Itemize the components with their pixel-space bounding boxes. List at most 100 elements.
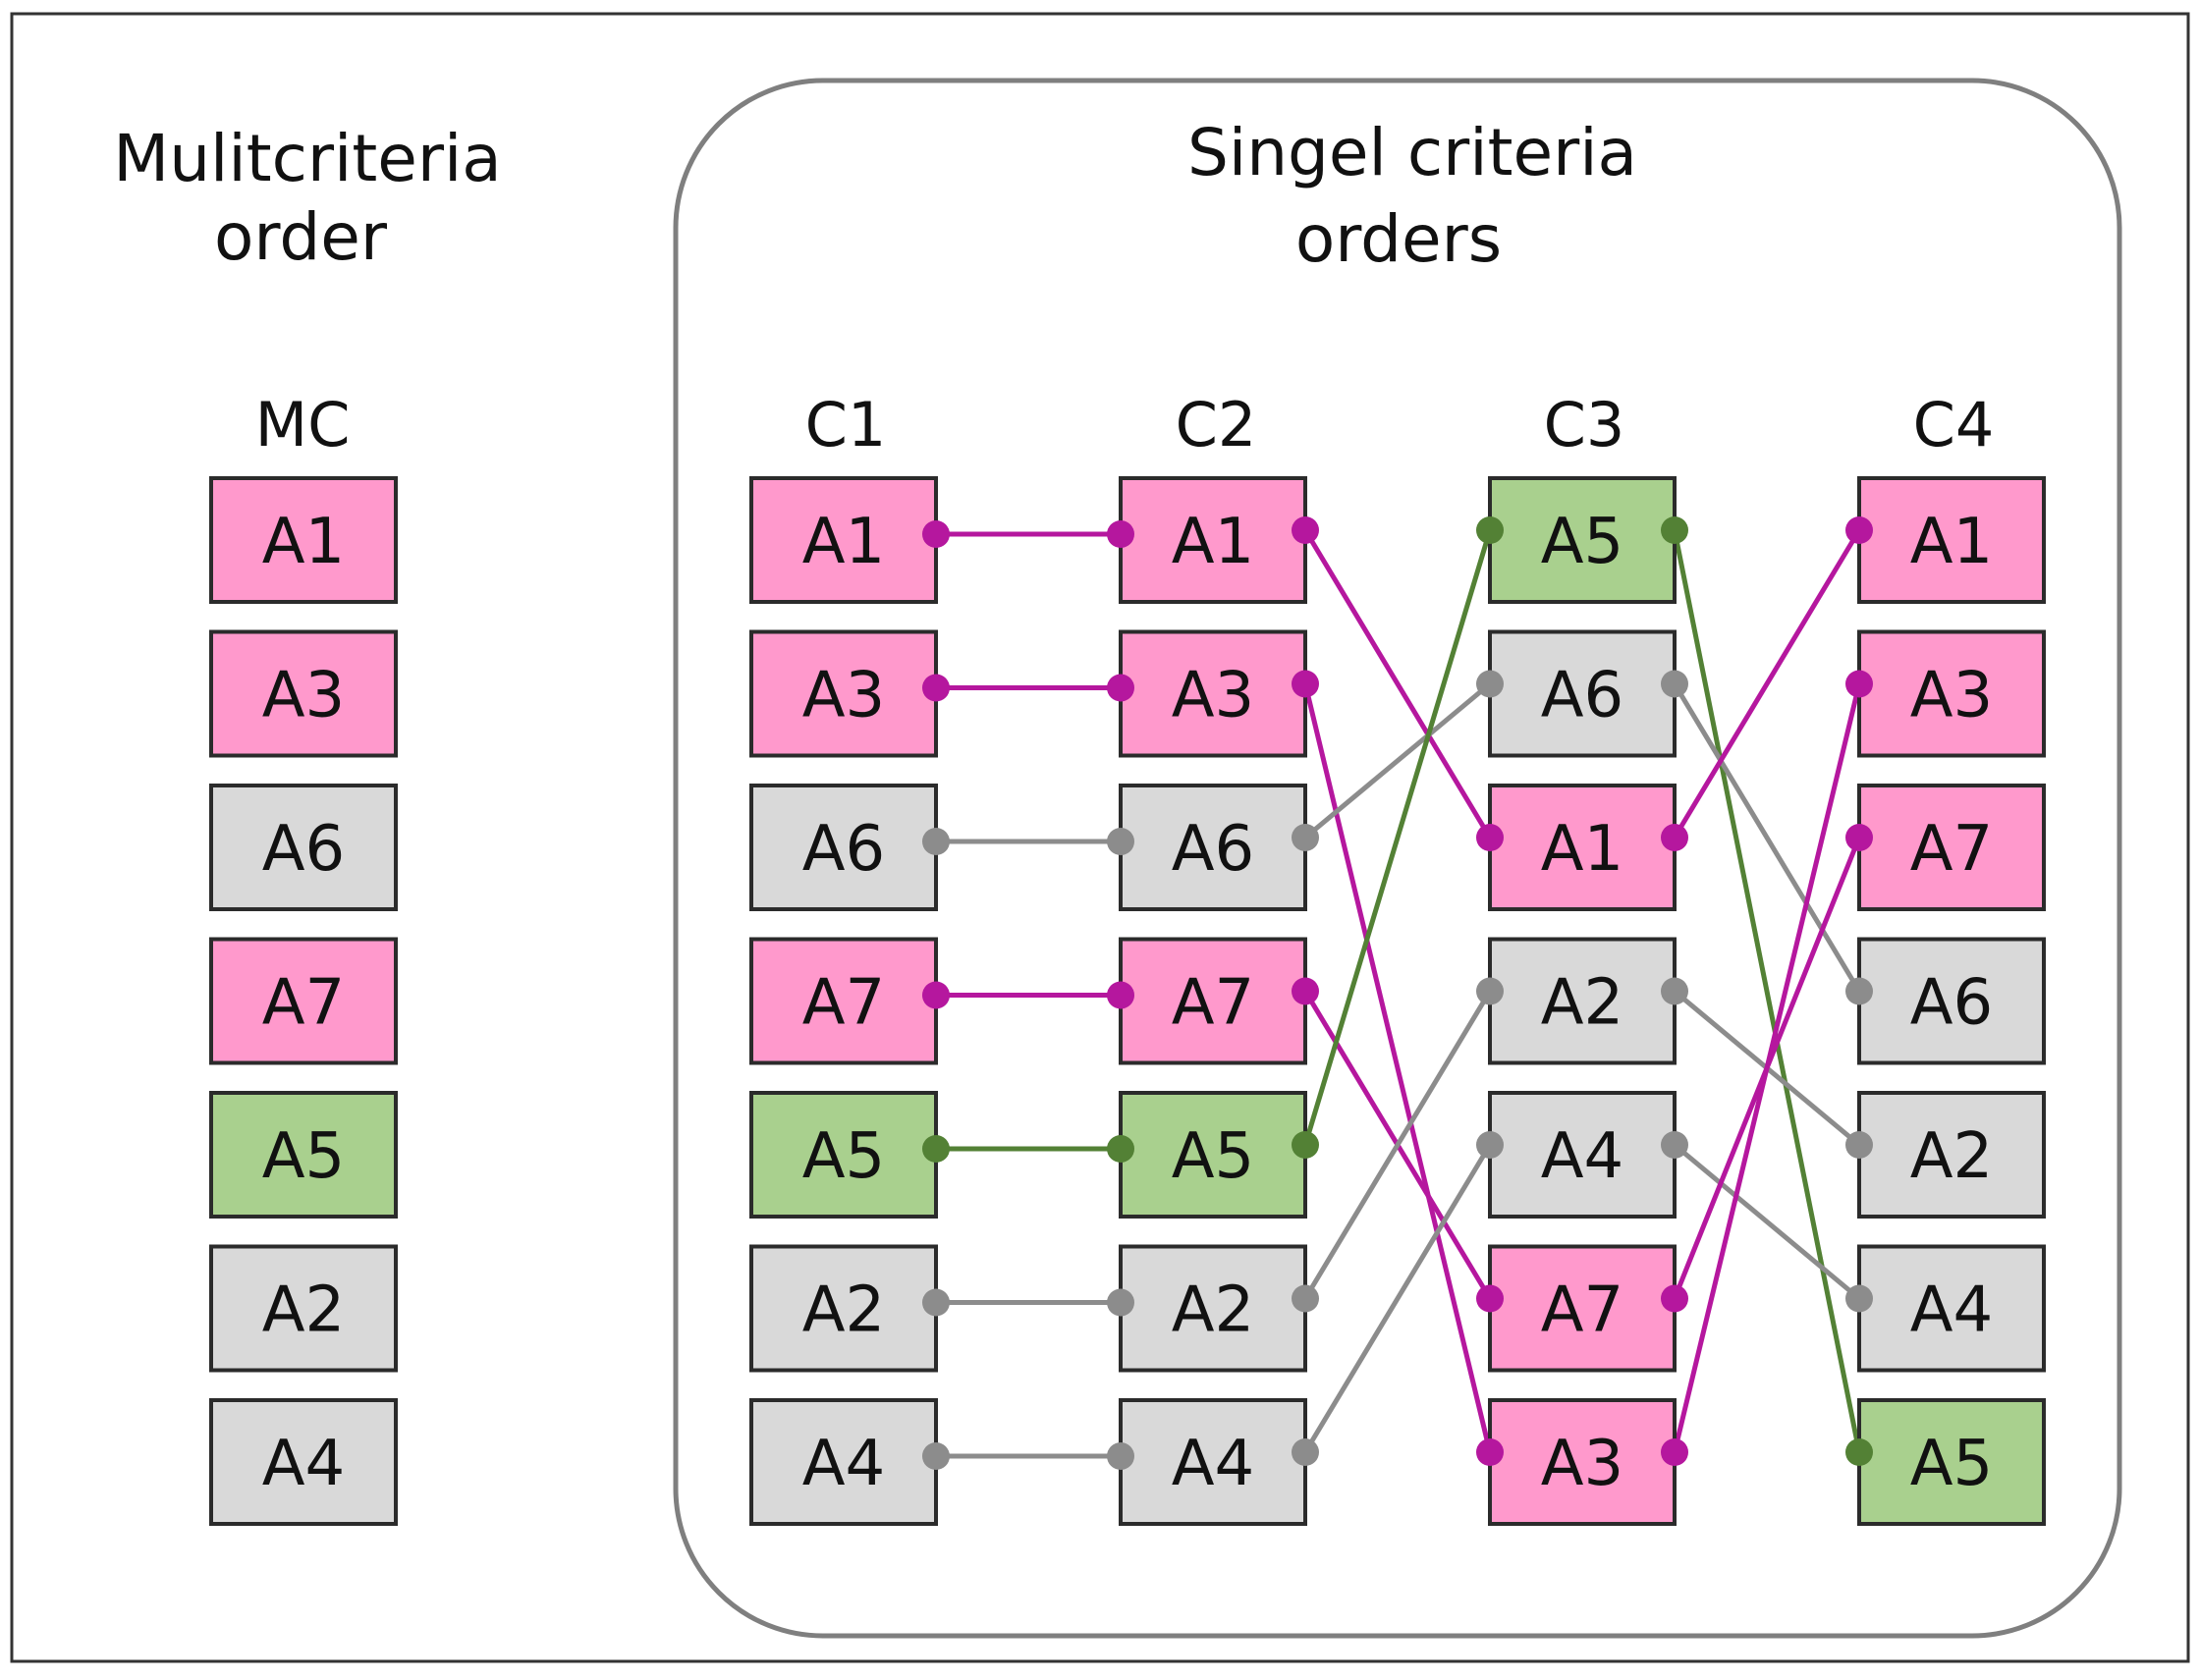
mc-item-a3: A3 — [209, 629, 398, 758]
c4-item-a5-box — [1857, 1398, 2046, 1526]
c1-item-a6-label: A6 — [802, 813, 886, 886]
link-c1-c2-a3-start-dot — [922, 674, 950, 702]
mc-item-a1-label: A1 — [262, 506, 346, 578]
c2-item-a4-label: A4 — [1172, 1428, 1255, 1500]
c4-item-a7: A7 — [1857, 784, 2046, 911]
c1-item-a1-box — [749, 476, 938, 604]
c2-item-a7: A7 — [1119, 937, 1307, 1065]
link-c2-c3-a3-end-dot — [1476, 1438, 1504, 1466]
c4-item-a4-label: A4 — [1910, 1274, 1994, 1347]
link-c1-c2-a7-start-dot — [922, 981, 950, 1009]
link-c3-c4-a6-end-dot — [1845, 977, 1873, 1005]
mc-title-line1: Mulitcriteria — [113, 121, 501, 196]
c3-item-a6-label: A6 — [1541, 660, 1624, 732]
link-c2-c3-a4-end-dot — [1476, 1131, 1504, 1159]
single-criteria-title-line2: orders — [1295, 201, 1502, 277]
connection-lines — [936, 528, 1862, 1459]
c3-item-a5: A5 — [1488, 476, 1677, 604]
link-c2-c3-a1-end-dot — [1476, 824, 1504, 851]
column-header-c2: C2 — [1176, 389, 1257, 461]
link-c1-c2-a6-end-dot — [1107, 828, 1134, 855]
c2-item-a5-label: A5 — [1172, 1120, 1255, 1193]
link-c3-c4-a1-start-dot — [1661, 824, 1688, 851]
mc-item-a1: A1 — [209, 476, 398, 604]
link-c3-c4-a1 — [1672, 528, 1862, 840]
link-c2-c3-a6-start-dot — [1292, 824, 1319, 851]
link-c1-c2-a3-end-dot — [1107, 674, 1134, 702]
c2-item-a2-label: A2 — [1172, 1274, 1255, 1347]
mc-item-a6-label: A6 — [262, 813, 346, 886]
c1-item-a7: A7 — [749, 937, 938, 1065]
c4-item-a2-label: A2 — [1910, 1120, 1994, 1193]
single-criteria-panel — [673, 78, 2122, 1639]
item-boxes: A1A3A6A7A5A2A4A1A3A6A7A5A2A4A1A3A6A7A5A2… — [209, 476, 2046, 1526]
mc-item-a4: A4 — [209, 1398, 398, 1526]
mc-item-a2: A2 — [209, 1244, 398, 1373]
c4-item-a2: A2 — [1857, 1091, 2046, 1219]
link-c2-c3-a4 — [1302, 1143, 1493, 1454]
c2-item-a2: A2 — [1119, 1244, 1307, 1373]
link-c3-c4-a7-end-dot — [1845, 824, 1873, 851]
c3-item-a6-box — [1488, 629, 1677, 758]
c2-item-a5-box — [1119, 1091, 1307, 1219]
c2-item-a1-label: A1 — [1172, 506, 1255, 578]
c1-item-a3-label: A3 — [802, 660, 886, 732]
c3-item-a7: A7 — [1488, 1244, 1677, 1373]
column-header-mc: MC — [255, 389, 351, 461]
mc-item-a4-box — [209, 1398, 398, 1526]
mc-item-a7-box — [209, 937, 398, 1065]
link-c2-c3-a4-start-dot — [1292, 1438, 1319, 1466]
link-c3-c4-a7-start-dot — [1661, 1284, 1688, 1313]
c2-item-a3: A3 — [1119, 629, 1307, 758]
link-c2-c3-a7-start-dot — [1292, 977, 1319, 1005]
c2-item-a6-label: A6 — [1172, 813, 1255, 886]
link-c3-c4-a4-end-dot — [1845, 1284, 1873, 1313]
c4-item-a4: A4 — [1857, 1244, 2046, 1373]
c3-item-a2: A2 — [1488, 937, 1677, 1065]
link-c1-c2-a2-end-dot — [1107, 1288, 1134, 1317]
c2-item-a3-box — [1119, 629, 1307, 758]
link-c1-c2-a6-start-dot — [922, 828, 950, 855]
c4-item-a1-box — [1857, 476, 2046, 604]
column-header-c4: C4 — [1913, 389, 1995, 461]
mc-item-a5-box — [209, 1091, 398, 1219]
c2-item-a3-label: A3 — [1172, 660, 1255, 732]
link-c1-c2-a1-end-dot — [1107, 520, 1134, 548]
c3-item-a4-label: A4 — [1541, 1120, 1624, 1193]
link-c2-c3-a7-end-dot — [1476, 1284, 1504, 1313]
mc-item-a1-box — [209, 476, 398, 604]
link-c2-c3-a6 — [1303, 681, 1492, 840]
link-c3-c4-a4 — [1673, 1143, 1861, 1301]
link-c2-c3-a5-end-dot — [1476, 516, 1504, 544]
mc-item-a5: A5 — [209, 1091, 398, 1219]
c2-item-a4: A4 — [1119, 1398, 1307, 1526]
link-c1-c2-a5-end-dot — [1107, 1135, 1134, 1163]
link-c2-c3-a2 — [1302, 990, 1493, 1300]
link-c2-c3-a2-start-dot — [1292, 1284, 1319, 1313]
c2-item-a6: A6 — [1119, 784, 1307, 911]
c1-item-a1: A1 — [749, 476, 938, 604]
link-c1-c2-a7-end-dot — [1107, 981, 1134, 1009]
mc-title-line2: order — [214, 199, 388, 275]
c1-item-a7-label: A7 — [802, 967, 886, 1040]
c4-item-a7-label: A7 — [1910, 813, 1994, 886]
c2-item-a1: A1 — [1119, 476, 1307, 604]
link-c3-c4-a4-start-dot — [1661, 1131, 1688, 1159]
link-c3-c4-a6-start-dot — [1661, 670, 1688, 698]
c3-item-a3: A3 — [1488, 1398, 1677, 1526]
column-header-c1: C1 — [805, 389, 887, 461]
connection-dots — [922, 516, 1873, 1470]
link-c2-c3-a3-start-dot — [1292, 670, 1319, 698]
c2-item-a4-box — [1119, 1398, 1307, 1526]
single-criteria-title-line1: Singel criteria — [1187, 115, 1637, 190]
c3-item-a4: A4 — [1488, 1091, 1677, 1219]
c3-item-a1-box — [1488, 784, 1677, 911]
link-c3-c4-a3-start-dot — [1661, 1438, 1688, 1466]
c1-item-a2-box — [749, 1244, 938, 1373]
c4-item-a6: A6 — [1857, 937, 2046, 1065]
link-c1-c2-a5-start-dot — [922, 1135, 950, 1163]
c1-item-a4: A4 — [749, 1398, 938, 1526]
c4-item-a3-label: A3 — [1910, 660, 1994, 732]
c1-item-a7-box — [749, 937, 938, 1065]
